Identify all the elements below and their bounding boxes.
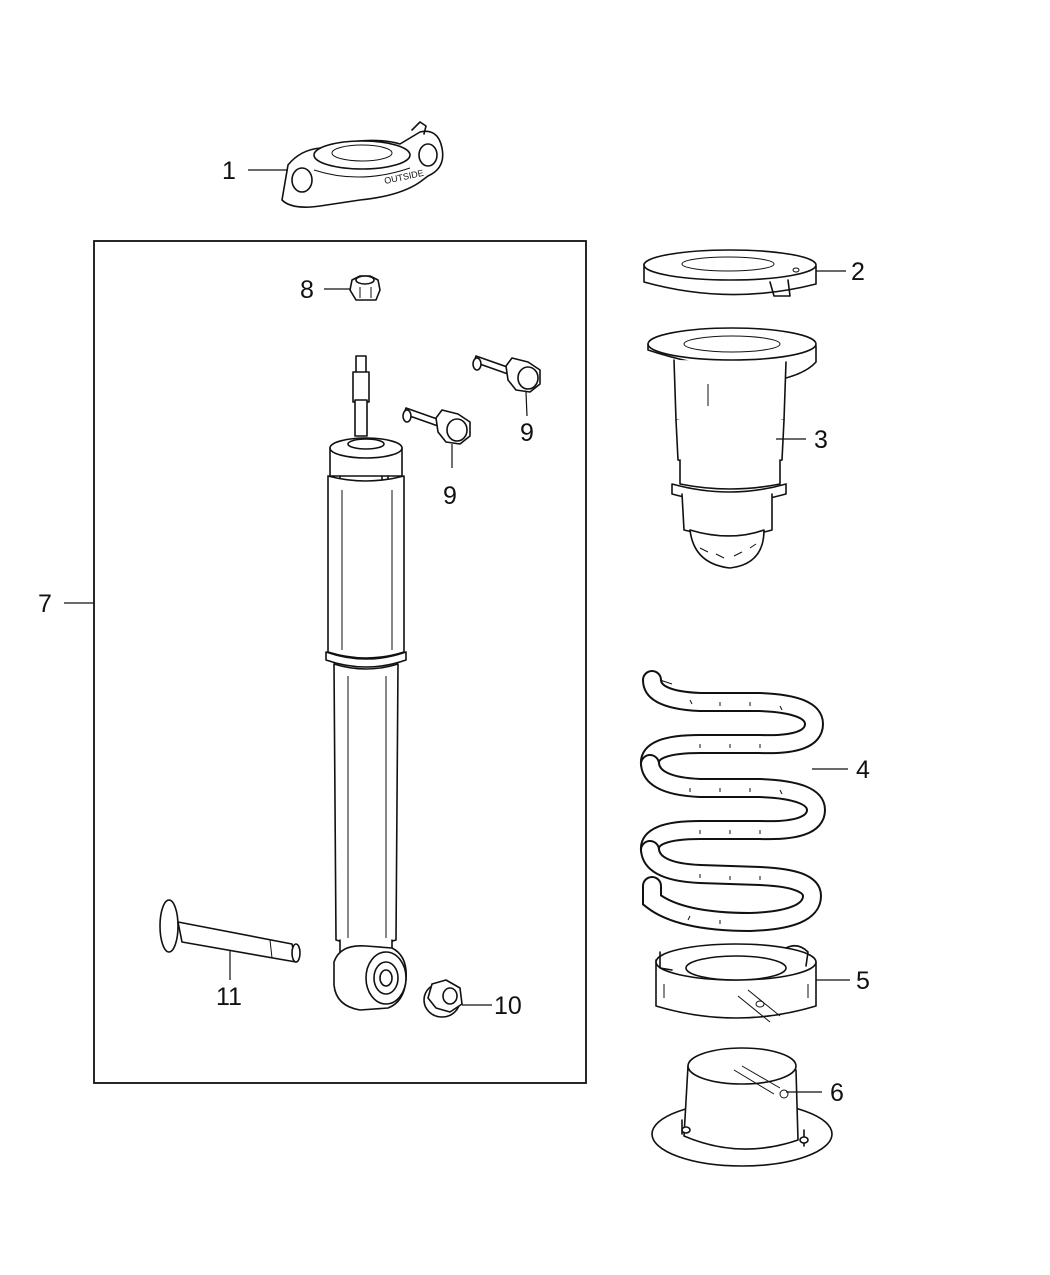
shock-kit-box — [93, 240, 587, 1084]
callout-7: 7 — [38, 590, 52, 618]
callout-9a: 9 — [520, 419, 534, 447]
callout-9b: 9 — [443, 482, 457, 510]
callout-6: 6 — [830, 1079, 844, 1107]
lower-spring-isolator-drawing[interactable] — [655, 943, 817, 1023]
upper-shock-mount-drawing[interactable]: OUTSIDE — [281, 121, 444, 208]
shock-absorber-drawing[interactable] — [325, 355, 408, 1011]
callout-8: 8 — [300, 276, 314, 304]
spring-seat-drawing[interactable] — [651, 1047, 833, 1167]
callout-2: 2 — [851, 258, 865, 286]
jounce-bumper-drawing[interactable] — [647, 327, 817, 569]
callout-11: 11 — [216, 983, 242, 1011]
callout-10: 10 — [494, 992, 522, 1020]
coil-spring-drawing[interactable] — [640, 603, 827, 933]
upper-spring-isolator-drawing[interactable] — [643, 249, 817, 297]
callout-4: 4 — [856, 756, 870, 784]
callout-1: 1 — [222, 157, 236, 185]
mount-bolt-drawing-upper[interactable] — [472, 355, 541, 393]
callout-3: 3 — [814, 426, 828, 454]
flange-nut-drawing[interactable] — [423, 979, 463, 1018]
lower-shock-bolt-drawing[interactable] — [159, 899, 301, 963]
leader-line-9a — [525, 391, 528, 417]
callout-5: 5 — [856, 967, 870, 995]
mount-bolt-drawing-lower[interactable] — [402, 407, 471, 445]
shock-nut-drawing[interactable] — [349, 275, 381, 301]
